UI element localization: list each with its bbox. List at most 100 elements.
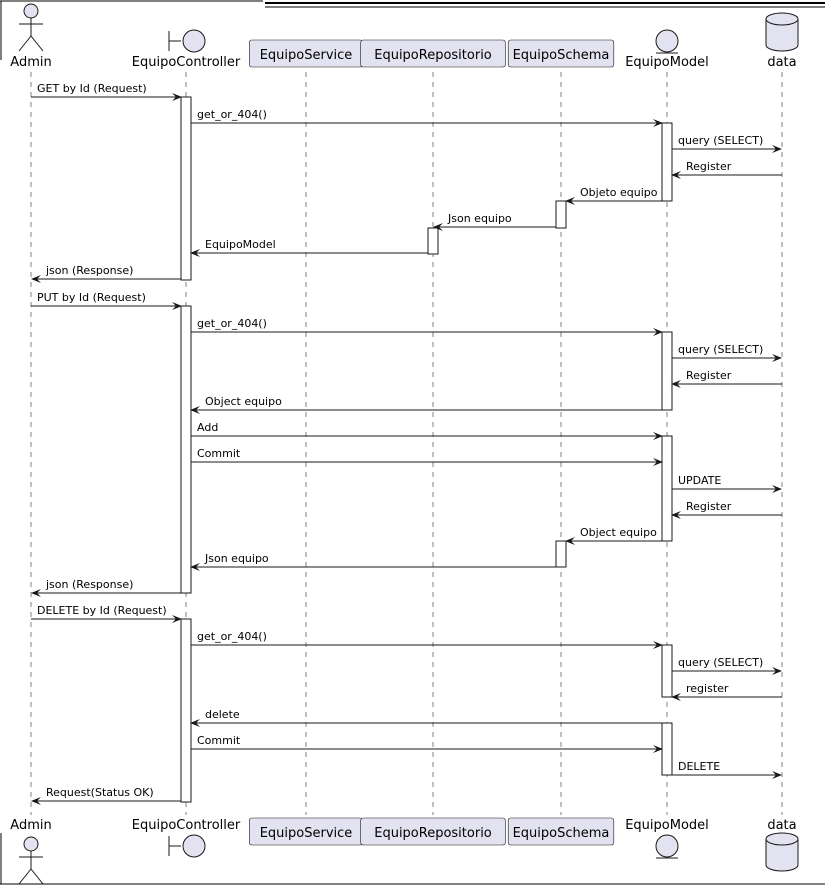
message: Register [671,500,782,519]
message: json (Response) [31,264,181,283]
activation-bar-repo [427,227,439,255]
message-label: Commit [197,447,241,460]
message: register [671,682,782,701]
participant-label: EquipoController [132,818,241,833]
participant-repo-bottom: EquipoRepositorio [360,817,506,846]
activation-bar-model [661,722,673,776]
message-label: Register [686,369,732,382]
message-label: delete [205,708,240,721]
participant-label: EquipoRepositorio [374,826,492,841]
message-label: Register [686,160,732,173]
participant-label: EquipoSchema [513,826,610,841]
message-label: UPDATE [678,474,721,487]
message-label: register [686,682,729,695]
message-label: get_or_404() [197,317,267,330]
participant-label: EquipoService [260,826,353,841]
activation-bar-schema [555,200,567,229]
participant-label: EquipoSchema [513,48,610,63]
message-label: Object equipo [205,395,282,408]
message-label: Request(Status OK) [46,786,154,799]
participant-label: Admin [10,55,51,70]
message-label: query (SELECT) [678,343,763,356]
message: EquipoModel [190,238,428,257]
message-label: get_or_404() [197,108,267,121]
message: delete [190,708,662,727]
message: Add [191,421,663,440]
participant-repo-top: EquipoRepositorio [360,39,506,68]
participant-admin-top: Admin [10,3,52,70]
message-label: json (Response) [45,264,133,277]
message-label: query (SELECT) [678,134,763,147]
message-label: json (Response) [45,578,133,591]
message: json (Response) [31,578,181,597]
participant-label: EquipoModel [625,818,709,833]
message-label: Add [197,421,218,434]
message-label: get_or_404() [197,630,267,643]
participant-label: data [767,55,796,70]
participant-box [360,39,506,68]
participant-controller-bottom: EquipoController [132,818,241,858]
participant-schema-top: EquipoSchema [507,39,615,68]
message: query (SELECT) [672,134,782,153]
participant-label: data [767,818,796,833]
entity-icon [655,29,679,54]
activation-bar-controller [180,96,192,281]
message: get_or_404() [191,317,663,336]
activation-bar-controller [180,618,192,803]
message: UPDATE [672,474,782,493]
database-icon [765,12,799,52]
boundary-icon [168,834,206,858]
message-label: Json equipo [447,212,512,225]
message: DELETE by Id (Request) [31,604,182,623]
message: DELETE [672,760,782,779]
message: query (SELECT) [672,656,782,675]
participant-model-bottom: EquipoModel [625,818,709,859]
message: GET by Id (Request) [31,82,182,101]
participant-label: EquipoModel [625,55,709,70]
message: Request(Status OK) [31,786,181,805]
entity-icon [655,834,679,859]
message-label: GET by Id (Request) [37,82,147,95]
participant-label: EquipoService [260,48,353,63]
activation-bar-model [661,435,673,542]
message: PUT by Id (Request) [31,291,182,310]
database-icon [765,832,799,872]
message-label: EquipoModel [205,238,276,251]
message: get_or_404() [191,630,663,649]
participant-admin-bottom: Admin [10,818,52,885]
message: Register [671,369,782,388]
message: Json equipo [190,552,556,571]
participant-box [507,39,615,68]
message-label: Register [686,500,732,513]
participant-model-top: EquipoModel [625,29,709,70]
participant-label: Admin [10,818,51,833]
participant-box [360,817,506,846]
message: Json equipo [433,212,556,231]
actor-icon [18,836,44,885]
boundary-icon [168,29,206,53]
activation-bar-model [661,331,673,411]
participant-box [507,817,615,846]
message-label: Commit [197,734,241,747]
message-label: DELETE [678,760,720,773]
participant-service-top: EquipoService [249,39,364,68]
actor-icon [18,3,44,52]
activation-bar-model [661,644,673,698]
message: Objeto equipo [565,186,662,205]
participant-schema-bottom: EquipoSchema [507,817,615,846]
message: get_or_404() [191,108,663,127]
message-label: query (SELECT) [678,656,763,669]
message: Register [671,160,782,179]
message: Object equipo [565,526,662,545]
message-label: Objeto equipo [580,186,658,199]
activation-bar-schema [555,540,567,568]
participant-controller-top: EquipoController [132,29,241,70]
participant-data-top: data [765,12,799,70]
activation-bar-model [661,122,673,202]
activation-bar-controller [180,305,192,594]
message: Commit [191,734,663,753]
participant-service-bottom: EquipoService [249,817,364,846]
message-label: PUT by Id (Request) [37,291,146,304]
message: query (SELECT) [672,343,782,362]
